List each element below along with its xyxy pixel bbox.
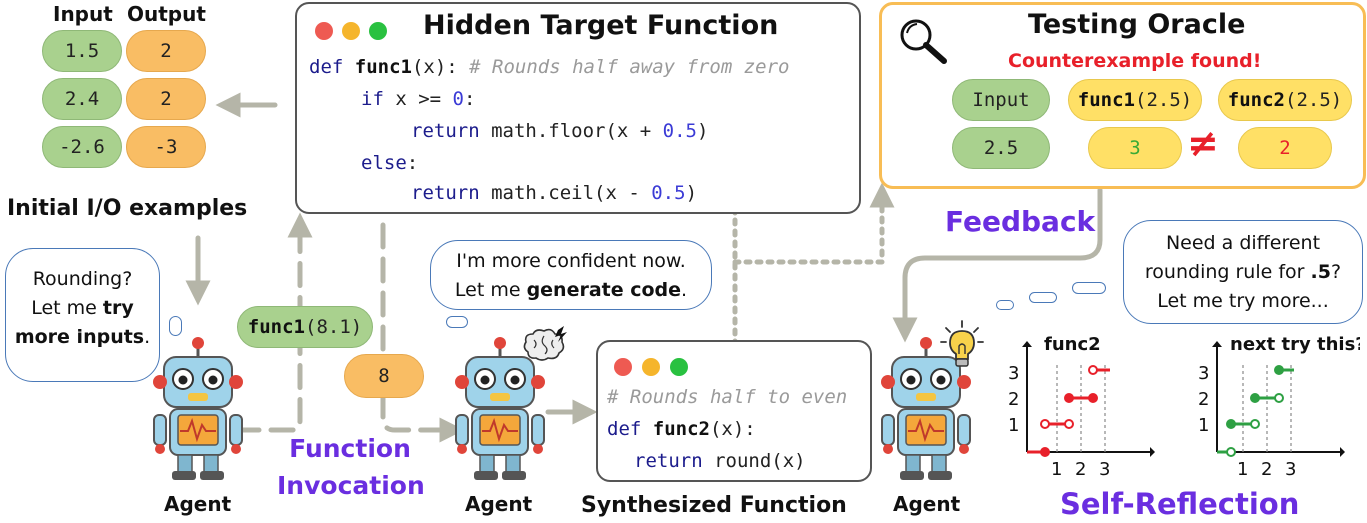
plot-next-try: next try this? 1 2 3 1 2 3 [1198, 334, 1360, 480]
plot-func2-title: func2 [1044, 334, 1101, 355]
window-maximize-dot [670, 358, 688, 376]
y-tick-1: 1 [1198, 415, 1209, 436]
lightbulb-icon [940, 320, 984, 367]
synth-code-line-1: # Rounds half to even [607, 386, 848, 408]
x-tick-2: 2 [1261, 459, 1272, 480]
step-point [1274, 365, 1284, 375]
x-tick-1: 1 [1237, 459, 1248, 480]
step-point [1064, 393, 1074, 403]
bubble-right: Need a different rounding rule for .5? L… [1123, 220, 1363, 324]
bubble-left-tail [169, 316, 182, 336]
oracle-input-value: 2.5 [952, 127, 1050, 169]
y-tick-2: 2 [1008, 389, 1019, 410]
oracle-input-label: Input [952, 79, 1050, 121]
x-tick-3: 3 [1285, 459, 1296, 480]
code-line-4: else: [361, 152, 419, 174]
x-tick-2: 2 [1075, 459, 1086, 480]
bubble-right-tail-2 [1029, 292, 1057, 303]
step-point-open [1064, 419, 1074, 429]
step-point [1088, 393, 1098, 403]
y-tick-3: 3 [1198, 363, 1209, 384]
output-header: Output [127, 2, 206, 26]
bubble-right-tail-3 [996, 300, 1014, 310]
window-close-dot [315, 22, 333, 40]
y-tick-3: 3 [1008, 363, 1019, 384]
oracle-func1-call: func1(2.5) [1068, 79, 1202, 121]
example-output-2: 2 [126, 78, 206, 120]
step-point-open [1040, 419, 1050, 429]
input-header: Input [53, 2, 113, 26]
robot-icon [881, 337, 971, 480]
function-invocation-label: Function Invocation [277, 434, 425, 500]
bubble-middle: I'm more confident now. Let me generate … [430, 240, 712, 310]
example-input-2: 2.4 [42, 78, 122, 120]
robot-icon [153, 337, 243, 480]
x-tick-1: 1 [1051, 459, 1062, 480]
bubble-right-tail-1 [1072, 282, 1106, 294]
magnifier-icon [900, 19, 947, 64]
plot-func2: func2 1 2 3 1 2 3 [1008, 334, 1155, 480]
example-output-1: 2 [126, 30, 206, 72]
window-close-dot [614, 358, 632, 376]
brain-icon [523, 326, 567, 361]
testing-oracle-panel: Testing Oracle Counterexample found! Inp… [879, 2, 1366, 189]
function-call-pill: func1(8.1) [237, 306, 373, 348]
bubble-middle-tail [446, 316, 468, 328]
synthesized-function-window: # Rounds half to even def func2(x): retu… [596, 340, 872, 482]
oracle-func2-call: func2(2.5) [1218, 79, 1352, 121]
oracle-func1-result: 3 [1088, 127, 1182, 169]
window-maximize-dot [369, 22, 387, 40]
agent-label-middle: Agent [465, 492, 533, 516]
y-tick-1: 1 [1008, 415, 1019, 436]
step-point-open [1250, 419, 1260, 429]
synth-code-line-2: def func2(x): [607, 418, 756, 440]
examples-caption: Initial I/O examples [7, 196, 248, 221]
example-input-1: 1.5 [42, 30, 122, 72]
step-point [1226, 419, 1236, 429]
agent-label-right: Agent [893, 492, 961, 516]
step-point-open [1088, 365, 1098, 375]
oracle-title: Testing Oracle [1028, 9, 1246, 40]
self-reflection-label: Self-Reflection [1060, 487, 1300, 521]
robot-icon [455, 337, 545, 480]
step-point-open [1226, 447, 1236, 457]
code-line-1: def func1(x): # Rounds half away from ze… [309, 56, 790, 78]
function-result-pill: 8 [344, 354, 424, 398]
synthesized-caption: Synthesized Function [581, 493, 847, 518]
hidden-function-window: Hidden Target Function def func1(x): # R… [295, 2, 861, 214]
example-input-3: -2.6 [42, 126, 122, 168]
window-minimize-dot [342, 22, 360, 40]
step-point [1040, 447, 1050, 457]
plot-next-try-title: next try this? [1230, 334, 1360, 355]
y-tick-2: 2 [1198, 389, 1209, 410]
not-equal-sign: ≠ [1187, 121, 1219, 165]
hidden-function-title: Hidden Target Function [423, 10, 779, 41]
bubble-left: Rounding? Let me try more inputs. [5, 248, 160, 382]
agent-label-left: Agent [164, 492, 232, 516]
oracle-func2-result: 2 [1238, 127, 1332, 169]
window-minimize-dot [642, 358, 660, 376]
step-point-open [1274, 393, 1284, 403]
step-point [1250, 393, 1260, 403]
oracle-subtitle: Counterexample found! [1008, 50, 1262, 72]
code-line-3: return math.floor(x + 0.5) [411, 120, 709, 142]
x-tick-3: 3 [1099, 459, 1110, 480]
feedback-label: Feedback [945, 205, 1096, 238]
code-line-5: return math.ceil(x - 0.5) [411, 182, 698, 204]
synth-code-line-3: return round(x) [634, 450, 806, 472]
code-line-2: if x >= 0: [361, 88, 476, 110]
example-output-3: -3 [126, 126, 206, 168]
